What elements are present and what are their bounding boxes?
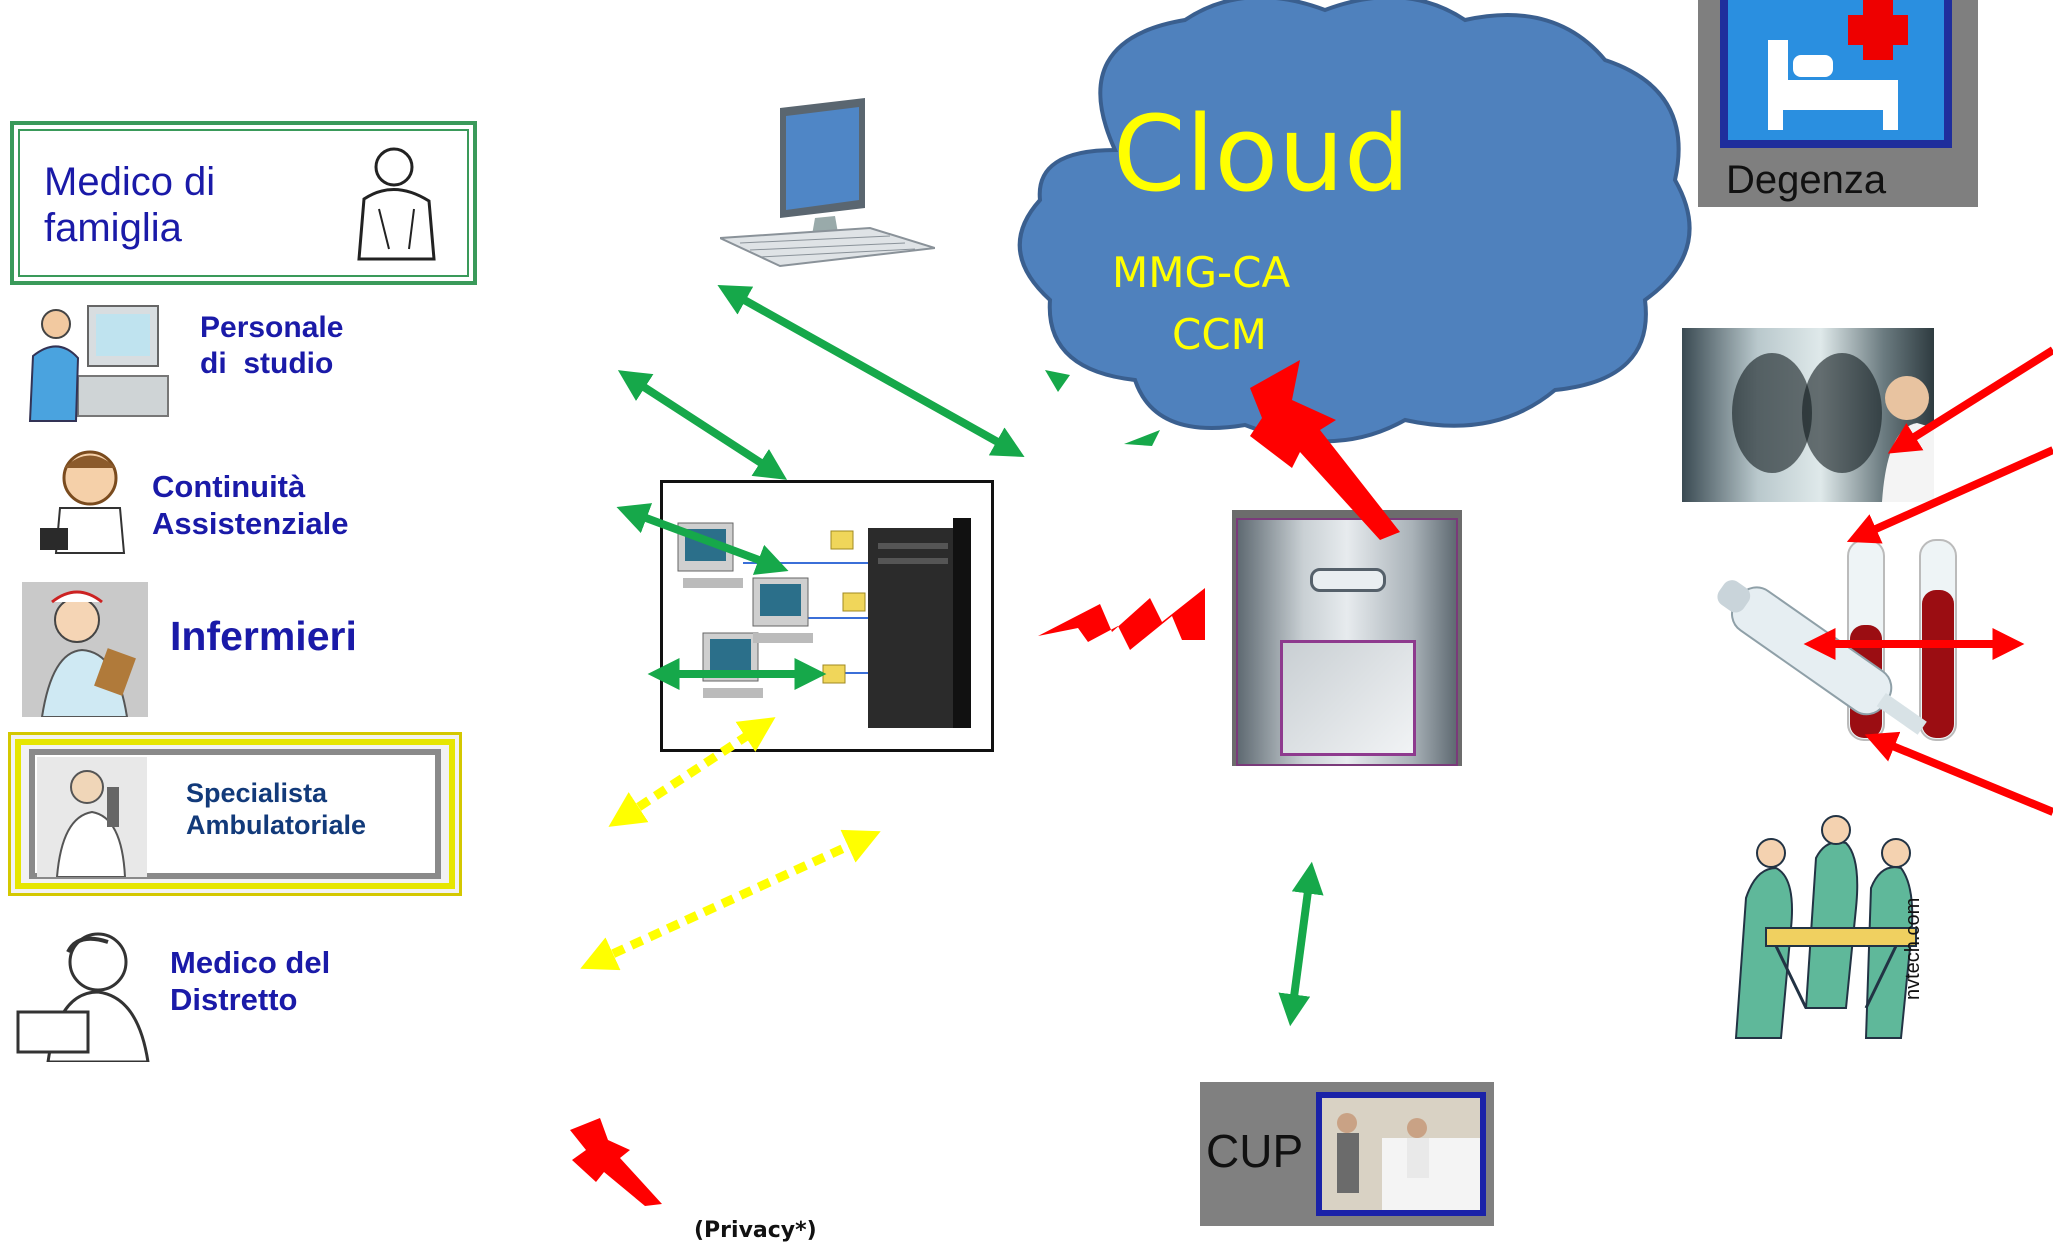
green-arrow-desktop-cloud [717, 284, 1025, 458]
yellow-arrow-distretto [580, 829, 881, 971]
lightning-privacy [570, 1118, 662, 1206]
medico-famiglia-label: Medico di famiglia [44, 160, 216, 250]
hospital-bed-icon [1768, 0, 1908, 130]
cloud-title: Cloud [1113, 93, 1411, 215]
red-arrow-tubes [1846, 446, 2053, 544]
doctor-figure-icon [357, 147, 436, 261]
lightning-network-server [1038, 588, 1205, 650]
green-arrow-stub-1 [1045, 370, 1070, 392]
server-icon [1232, 510, 1462, 766]
doctor-bag-figure-icon [40, 450, 126, 554]
degenza-label: Degenza [1726, 158, 1887, 202]
red-arrow-xray [1887, 346, 2053, 454]
xray-photo [1682, 328, 1934, 502]
microscope-doctor-icon [37, 757, 147, 877]
green-arrow-continuita [616, 503, 789, 575]
continuita-assistenziale-label: Continuità Assistenziale [152, 469, 349, 542]
lightning-cloud-server [1250, 360, 1400, 540]
yellow-arrow-specialista [608, 717, 776, 827]
phone-doctor-figure-icon [16, 932, 150, 1062]
green-arrow-server-cup [1278, 861, 1324, 1027]
desktop-computer-icon [720, 98, 935, 268]
specialista-box: Specialista Ambulatoriale [8, 732, 462, 896]
infermieri-label: Infermieri [170, 613, 357, 659]
degenza-panel: Degenza [1698, 0, 1978, 207]
cloud-mmg-ca: MMG-CA [1112, 248, 1291, 297]
red-arrow-syringe [1864, 731, 2053, 816]
medico-famiglia-box: Medico di famiglia [10, 121, 477, 285]
office-worker-figure-icon [28, 305, 169, 422]
cloud-ccm: CCM [1172, 310, 1267, 359]
personale-studio-label: Personale di studio [200, 311, 344, 380]
medico-distretto-label: Medico del Distretto [170, 945, 331, 1018]
cup-label: CUP [1206, 1125, 1304, 1177]
green-arrow-stub-2 [1124, 430, 1160, 446]
cloud-shape [1017, 0, 1692, 444]
emergency-team-icon [1734, 815, 1917, 1039]
cup-panel: CUP [1200, 1082, 1494, 1226]
reception-photo-icon [1322, 1098, 1480, 1210]
green-arrow-personale [617, 370, 788, 480]
nurse-figure-icon [22, 582, 148, 717]
privacy-footnote: (Privacy*) [694, 1218, 817, 1243]
specialista-label: Specialista Ambulatoriale [186, 778, 367, 841]
